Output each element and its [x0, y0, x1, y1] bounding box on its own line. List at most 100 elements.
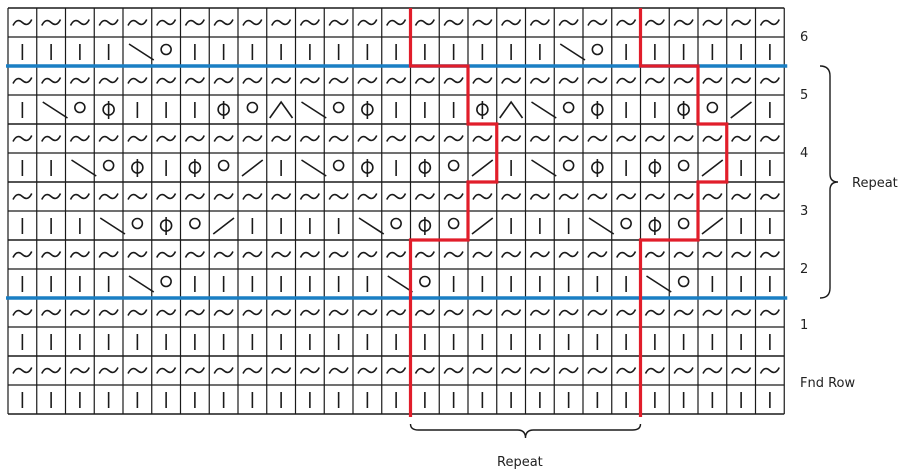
row-2-top-col11-tilde-icon: [299, 251, 320, 258]
row-4-top-col2-tilde-icon: [41, 135, 62, 142]
row-2-top-col20-tilde-icon: [558, 251, 579, 258]
row-fnd-top-col9-tilde-icon: [242, 367, 263, 374]
row-4-top-col3-tilde-icon: [69, 135, 90, 142]
row-fnd-top-col22-tilde-icon: [616, 367, 637, 374]
row-2-top-col14-tilde-icon: [386, 251, 407, 258]
row-6-bottom-col5-slant-down-icon: [128, 43, 155, 61]
row-3-top-col2-tilde-icon: [41, 193, 62, 200]
row-5-top-col22-tilde-icon: [616, 77, 637, 84]
row-fnd-top-col4-tilde-icon: [98, 367, 119, 374]
row-6-bottom-col6-circle-icon: [160, 43, 172, 56]
row-4-top-col14-tilde-icon: [386, 135, 407, 142]
row-3-bottom-col24-circle-icon: [677, 217, 690, 230]
row-5-top-col23-tilde-icon: [644, 77, 665, 84]
row-fnd-top-col25-tilde-icon: [702, 367, 723, 374]
row-1-top-col10-tilde-icon: [271, 309, 292, 316]
row-6-top-col16-tilde-icon: [443, 19, 464, 26]
row-fnd-top-col27-tilde-icon: [759, 367, 780, 374]
row-label-4: 4: [800, 146, 809, 161]
row-4-bottom-col17-slant-up-icon: [471, 159, 494, 177]
row-6-top-col23-tilde-icon: [644, 19, 665, 26]
row-5-bottom-col12-circle-icon: [332, 101, 345, 114]
row-5-bottom-col20-circle-icon: [562, 101, 575, 114]
row-2-top-col13-tilde-icon: [357, 251, 378, 258]
row-3-top-col16-tilde-icon: [443, 193, 464, 200]
row-5-top-col9-tilde-icon: [242, 77, 263, 84]
row-5-bottom-col19-slant-down-icon: [531, 101, 557, 119]
row-fnd-top-col10-tilde-icon: [271, 367, 292, 374]
row-1-top-col6-tilde-icon: [156, 309, 177, 316]
row-fnd-top-col18-tilde-icon: [501, 367, 522, 374]
row-3-top-col7-tilde-icon: [184, 193, 205, 200]
row-3-top-col1-tilde-icon: [12, 193, 33, 200]
row-4-top-col9-tilde-icon: [242, 135, 263, 142]
row-3-top-col23-tilde-icon: [644, 193, 665, 200]
row-3-top-col26-tilde-icon: [731, 193, 752, 200]
row-5-top-col7-tilde-icon: [184, 77, 205, 84]
row-6-top-col27-tilde-icon: [759, 19, 780, 26]
row-4-bottom-col3-slant-down-icon: [71, 159, 97, 177]
row-5-bottom-col10-peak-icon: [269, 100, 294, 119]
row-3-bottom-col7-circle-icon: [189, 217, 201, 230]
row-2-bottom-col5-slant-down-icon: [128, 275, 155, 293]
row-fnd-top-col26-tilde-icon: [731, 367, 752, 374]
row-2-top-col1-tilde-icon: [12, 251, 33, 258]
row-1-top-col15-tilde-icon: [414, 309, 435, 316]
row-4-bottom-col9-slant-up-icon: [241, 159, 264, 177]
row-4-top-col26-tilde-icon: [731, 135, 752, 142]
repeat-boundary-right: [638, 8, 729, 417]
row-1-top-col9-tilde-icon: [242, 309, 263, 316]
row-4-top-col7-tilde-icon: [184, 135, 205, 142]
row-2-bottom-col15-circle-icon: [419, 275, 431, 288]
row-fnd-top-col14-tilde-icon: [386, 367, 407, 374]
row-3-top-col18-tilde-icon: [501, 193, 522, 200]
row-4-top-col1-tilde-icon: [12, 135, 33, 142]
row-6-top-col19-tilde-icon: [529, 19, 550, 26]
row-3-top-col24-tilde-icon: [673, 193, 694, 200]
row-3-top-col27-tilde-icon: [759, 193, 780, 200]
row-4-top-col4-tilde-icon: [98, 135, 119, 142]
row-2-bottom-col23-slant-down-icon: [646, 275, 672, 293]
row-1-top-col19-tilde-icon: [529, 309, 550, 316]
row-6-bottom-col20-slant-down-icon: [559, 43, 586, 61]
row-4-top-col23-tilde-icon: [644, 135, 665, 142]
row-2-top-col6-tilde-icon: [156, 251, 177, 258]
row-fnd-top-col6-tilde-icon: [156, 367, 177, 374]
row-5-top-col12-tilde-icon: [328, 77, 349, 84]
row-2-top-col8-tilde-icon: [213, 251, 234, 258]
row-6-top-col2-tilde-icon: [41, 19, 62, 26]
row-1-top-col2-tilde-icon: [41, 309, 62, 316]
row-4-top-col6-tilde-icon: [156, 135, 177, 142]
row-1-top-col27-tilde-icon: [759, 309, 780, 316]
row-5-top-col6-tilde-icon: [156, 77, 177, 84]
row-2-top-col25-tilde-icon: [702, 251, 723, 258]
row-fnd-top-col17-tilde-icon: [472, 367, 493, 374]
row-6-top-col11-tilde-icon: [299, 19, 320, 26]
row-5-top-col3-tilde-icon: [69, 77, 90, 84]
row-2-top-col5-tilde-icon: [127, 251, 148, 258]
row-fnd-top-col5-tilde-icon: [127, 367, 148, 374]
row-2-bottom-col24-circle-icon: [677, 275, 690, 288]
row-1-top-col16-tilde-icon: [443, 309, 464, 316]
row-1-top-col24-tilde-icon: [673, 309, 694, 316]
row-5-bottom-col18-peak-icon: [499, 100, 524, 119]
row-3-top-col11-tilde-icon: [299, 193, 320, 200]
chart-overlays: [6, 8, 839, 439]
row-5-top-col10-tilde-icon: [271, 77, 292, 84]
row-2-top-col17-tilde-icon: [472, 251, 493, 258]
row-3-bottom-col16-circle-icon: [447, 217, 460, 230]
row-1-top-col5-tilde-icon: [127, 309, 148, 316]
row-5-top-col25-tilde-icon: [702, 77, 723, 84]
row-4-top-col18-tilde-icon: [501, 135, 522, 142]
row-2-top-col2-tilde-icon: [41, 251, 62, 258]
row-5-bottom-col26-slant-up-icon: [730, 101, 752, 119]
row-2-top-col21-tilde-icon: [587, 251, 608, 258]
row-5-top-col8-tilde-icon: [213, 77, 234, 84]
row-fnd-top-col2-tilde-icon: [41, 367, 62, 374]
row-fnd-top-col8-tilde-icon: [213, 367, 234, 374]
row-1-top-col14-tilde-icon: [386, 309, 407, 316]
row-3-bottom-col21-slant-down-icon: [588, 217, 615, 235]
row-1-top-col4-tilde-icon: [98, 309, 119, 316]
row-fnd-top-col3-tilde-icon: [69, 367, 90, 374]
row-fnd-top-col1-tilde-icon: [12, 367, 33, 374]
